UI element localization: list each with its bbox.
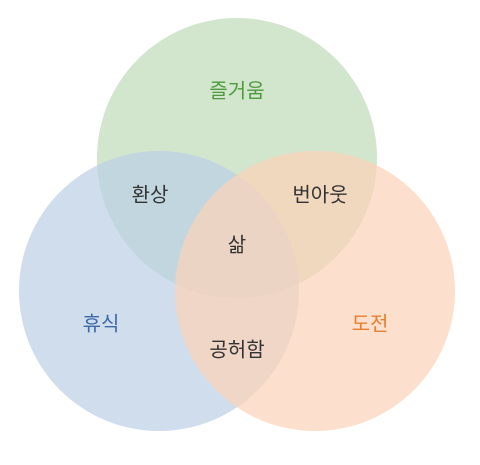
set-circle-right xyxy=(175,151,455,431)
venn-labels: 즐거움 휴식 도전 환상 번아웃 공허함 삶 xyxy=(83,79,389,362)
intersection-label-top-left: 환상 xyxy=(132,183,169,207)
set-label-right: 도전 xyxy=(352,312,389,336)
intersection-label-center: 삶 xyxy=(228,233,246,257)
set-label-top: 즐거움 xyxy=(209,79,264,103)
set-label-left: 휴식 xyxy=(83,312,120,336)
intersection-label-top-right: 번아웃 xyxy=(292,183,347,207)
intersection-label-left-right: 공허함 xyxy=(209,338,264,362)
venn-circles xyxy=(19,18,455,431)
